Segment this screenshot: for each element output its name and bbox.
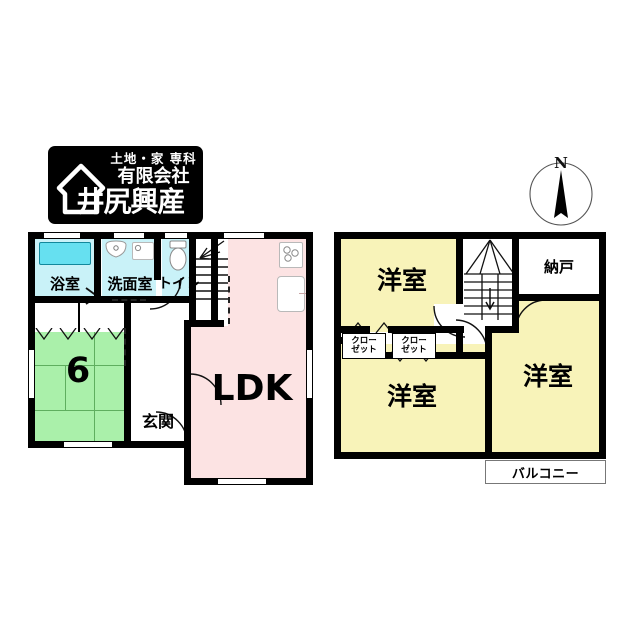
label-storeroom: 納戸 [543,258,574,276]
wall2-closet-top-b [388,326,464,333]
label-western-top-left: 洋室 [376,266,427,295]
wall-entrance-bottom [124,441,190,448]
wall2-stairs-right [512,232,519,304]
window-bath [44,232,80,239]
label-western-bottom-left: 洋室 [386,382,437,411]
window-ldk-bottom [218,478,266,485]
closet-divider [78,302,80,332]
window-ldk-top [224,232,264,239]
stove-fixture [279,242,303,268]
stove-three-burner-icon [283,246,299,262]
label-balcony: バルコニー [511,466,580,482]
company-logo: 土地・家 専科 有限会社 井尻興産 [48,146,203,224]
window-washroom [114,232,144,239]
room-western-right [492,332,600,452]
wall2-hall-left [456,326,463,359]
label-entrance: 玄関 [141,412,174,431]
wall2-left [334,232,341,459]
label-ldk: LDK [211,368,293,409]
wall2-closet-edge [334,326,341,344]
tatami-opening-dash [124,328,126,366]
wall2-mid-vertical [485,326,492,459]
wall2-stairs-left [456,232,463,304]
wall-ldk-left-upper [184,320,191,410]
bathtub-fixture [39,242,91,265]
closet-door-markers [35,328,125,340]
room-tatami-6 [34,332,124,442]
tatami-seam [34,365,124,367]
wall2-closet-top-a [334,326,370,333]
house-roof-icon [56,163,106,215]
wall-washroom-right [154,232,161,280]
wall-stairs-bottom [189,320,224,327]
wall-bath-right [94,232,101,302]
logo-company-type: 有限会社 [117,166,190,187]
ldk-door-arc [189,373,222,406]
wall2-bottom-left [334,452,492,459]
room-hall-entrance [128,302,188,442]
window-tatami-bottom [64,441,112,448]
sink-basin-icon [105,240,127,258]
label-washroom: 洗面室 [107,275,153,293]
room-storeroom [518,238,600,300]
wall2-bottom-right [485,452,606,459]
label-toilet: トイレ [158,276,200,292]
wall2-storeroom-bottom [512,294,599,301]
window-ldk-right [306,350,313,398]
wall2-hall-right-top [485,326,519,333]
toilet-bowl-icon [169,240,187,271]
wall-stairs-left [189,232,196,327]
closet-left-line2: ゼット [351,345,377,355]
label-western-right: 洋室 [522,362,573,391]
closet-left-line1: クロー [351,335,377,346]
floor-plan-2f: クロー ゼット クロー ゼット バルコニー 洋室 洋室 洋室 納戸 [334,232,606,485]
tatami-seam [94,332,96,442]
compass-icon [529,162,593,226]
closet-right: クロー ゼット [392,333,436,359]
floor-plan-1f: 浴室 洗面室 トイレ 6 玄関 LDK [28,232,313,485]
wall2-closet-bottom-b [386,352,486,359]
staircase-down-icon [462,238,518,326]
tatami-seam [65,365,67,410]
wall-stairs-right [211,232,218,327]
wall2-right-room-edge [512,298,519,332]
balcony: バルコニー [485,460,606,484]
wall2-right [599,232,606,459]
closet-right-line2: ゼット [401,345,427,355]
closet-left: クロー ゼット [342,333,386,359]
logo-company-name: 井尻興産 [76,185,185,218]
wall2-top [334,232,606,239]
compass: N [523,154,599,232]
stair-opening-dashed [228,276,230,324]
room-western-bottom-left [340,344,486,452]
wall-left [28,232,35,448]
wall-hall-left [124,302,131,448]
label-bath: 浴室 [49,275,80,293]
window-tatami-left [28,350,35,398]
vanity-sink-icon [134,244,142,252]
logo-tagline: 土地・家 専科 [110,151,197,166]
vanity-counter-fixture [132,242,154,260]
kitchen-faucet-icon [299,293,309,295]
label-tatami-size: 6 [65,351,91,391]
window-toilet [165,232,187,239]
compass-north-label: N [554,154,568,172]
room-ldk-lower [190,324,310,478]
closet-right-line1: クロー [401,335,427,346]
tatami-seam [34,410,124,412]
wet-area-dash [112,299,146,301]
